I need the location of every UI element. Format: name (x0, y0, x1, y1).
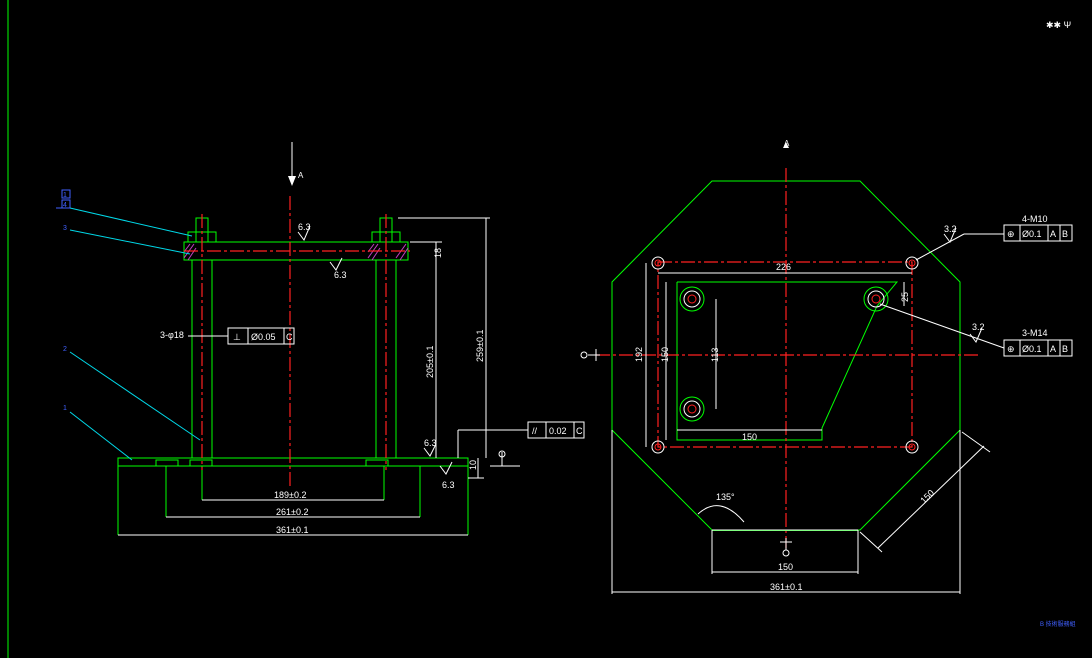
svg-text:18: 18 (433, 248, 443, 258)
octagon-plate (611, 180, 961, 531)
datum-symbols (580, 349, 792, 557)
svg-text:3.2: 3.2 (944, 224, 957, 234)
svg-text:10: 10 (468, 460, 478, 470)
m10-holes (651, 256, 919, 454)
surface-finish-marks: 6.3 6.3 6.3 6.3 (297, 222, 455, 490)
svg-text:150: 150 (778, 562, 793, 572)
section-mark-top: A (784, 139, 790, 148)
part-balloons: 1 4 3 2 1 (56, 189, 201, 461)
base-plate (117, 457, 469, 467)
hole-note: 3-φ18 (160, 330, 184, 340)
svg-text:Ø0.1: Ø0.1 (1022, 344, 1042, 354)
svg-text:6.3: 6.3 (298, 222, 311, 232)
svg-text:A: A (1050, 344, 1056, 354)
svg-text:150: 150 (918, 488, 936, 506)
svg-text:3.2: 3.2 (972, 322, 985, 332)
svg-text:150: 150 (660, 347, 670, 362)
svg-text:C: C (576, 426, 583, 436)
svg-text:259±0.1: 259±0.1 (475, 330, 485, 362)
datum-c-symbol (498, 450, 506, 458)
svg-text:150: 150 (742, 432, 757, 442)
svg-text:Ø0.1: Ø0.1 (1022, 229, 1042, 239)
top-dimensions: 226 25 192 150 113 150 150 150 361±0.1 1… (611, 262, 991, 594)
section-hatch (183, 243, 409, 261)
svg-text:135°: 135° (716, 492, 735, 502)
parallelism-frame: // 0.02 C (457, 421, 585, 458)
front-view[interactable]: A 1 4 3 2 1 6.3 6.3 6.3 6.3 (56, 142, 585, 536)
svg-text:C: C (286, 332, 293, 342)
svg-text:4: 4 (63, 202, 67, 209)
svg-text:1: 1 (63, 192, 67, 199)
svg-text:6.3: 6.3 (442, 480, 455, 490)
svg-text:A: A (1050, 229, 1056, 239)
status-label: B 技術服務組 (1040, 620, 1076, 628)
corner-mark: ✱✱ Ψ (1046, 20, 1071, 30)
svg-text:2: 2 (63, 346, 67, 353)
svg-text:361±0.1: 361±0.1 (276, 525, 308, 535)
svg-text:361±0.1: 361±0.1 (770, 582, 802, 592)
svg-text:0.02: 0.02 (549, 426, 567, 436)
svg-text:⊕: ⊕ (1007, 229, 1015, 239)
svg-text:189±0.2: 189±0.2 (274, 490, 306, 500)
callout-m10: 3.2 4-M10 ⊕ Ø0.1 A B (915, 214, 1073, 261)
svg-text:⊥: ⊥ (233, 332, 241, 342)
svg-text:3-M14: 3-M14 (1022, 328, 1048, 338)
m14-holes (679, 286, 889, 422)
svg-text:25: 25 (900, 292, 910, 302)
section-mark-a: A (298, 171, 304, 180)
svg-text:6.3: 6.3 (424, 438, 437, 448)
svg-text:192: 192 (634, 347, 644, 362)
svg-text:6.3: 6.3 (334, 270, 347, 280)
svg-text:B: B (1062, 344, 1068, 354)
svg-text:113: 113 (710, 348, 720, 362)
svg-text:205±0.1: 205±0.1 (425, 346, 435, 378)
svg-text:B: B (1062, 229, 1068, 239)
svg-text:⊕: ⊕ (1007, 344, 1015, 354)
svg-text:Ø0.05: Ø0.05 (251, 332, 276, 342)
svg-text://: // (532, 426, 538, 436)
svg-text:226: 226 (776, 262, 791, 272)
callout-m14: 3.2 3-M14 ⊕ Ø0.1 A B (879, 303, 1073, 357)
inner-pocket (676, 281, 899, 441)
perpendicularity-frame: ⊥ Ø0.05 C (227, 327, 295, 345)
top-view[interactable]: A 226 25 192 150 113 150 (580, 139, 1073, 594)
front-dimensions: 189±0.2 261±0.2 361±0.1 18 205±0.1 259±0… (118, 217, 490, 536)
svg-text:1: 1 (63, 405, 67, 412)
svg-text:3: 3 (63, 225, 67, 232)
svg-text:261±0.2: 261±0.2 (276, 507, 308, 517)
svg-text:4-M10: 4-M10 (1022, 214, 1048, 224)
